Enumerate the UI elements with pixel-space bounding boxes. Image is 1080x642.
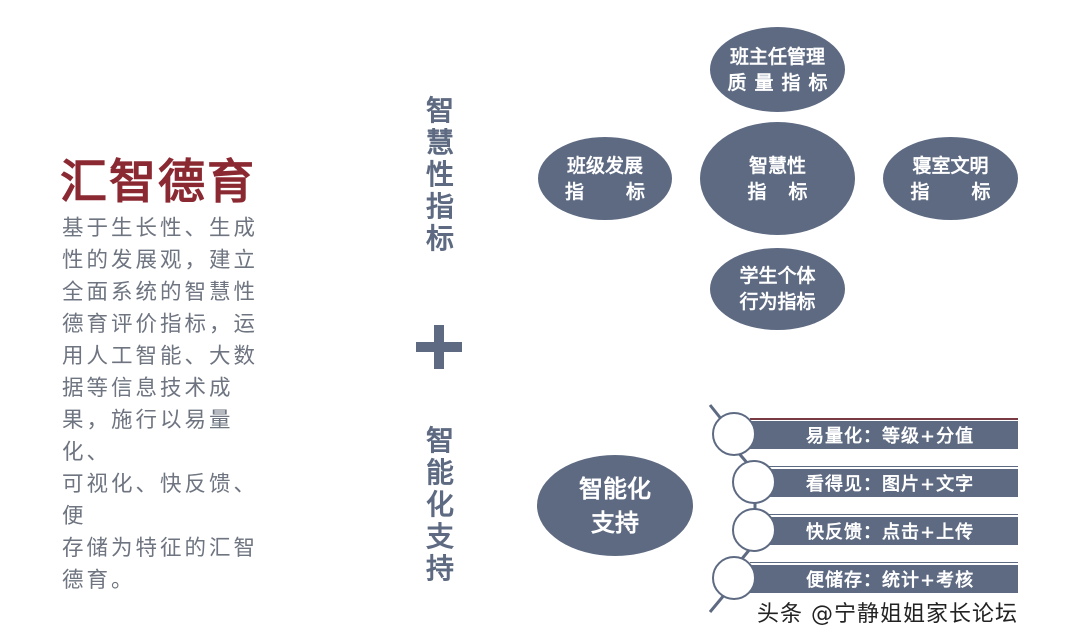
ellipse-line1: 班级发展 (566, 154, 643, 177)
indicator-ellipse-center-smart: 智慧性 指 标 (700, 122, 855, 235)
bar-top-line (750, 514, 1018, 515)
ellipse-line2: 指 标 (911, 179, 991, 205)
bead-circle-icon (732, 508, 776, 552)
ellipse-char: 指 (910, 180, 930, 203)
description-line: 存储为特征的汇智 (62, 536, 259, 561)
description-line: 全面系统的智慧性 (62, 280, 259, 305)
description-line: 用人工智能、大数 (62, 344, 259, 369)
label-char: 标 (425, 222, 454, 255)
feature-label: 看得见：图片+文字 (806, 474, 975, 495)
description-line: 基于生长性、生成 (62, 216, 259, 241)
indicator-ellipse-head-teacher: 班主任管理 质 量 指 标 (710, 27, 845, 112)
intelligent-support-vertical-label: 智 能 化 支 持 (420, 425, 460, 585)
label-char: 性 (425, 158, 454, 191)
description-line: 果，施行以易量化、 (62, 408, 234, 465)
description-line: 德育评价指标，运 (62, 312, 259, 337)
label-char: 智 (425, 424, 454, 457)
feature-label: 便储存：统计+考核 (806, 570, 975, 591)
bead-circle-icon (712, 556, 756, 600)
ellipse-line2: 行为指标 (739, 291, 816, 313)
ellipse-line1: 智能化 (579, 474, 651, 503)
bar-top-line (750, 466, 1018, 467)
ellipse-line1: 寝室文明 (912, 154, 989, 177)
ellipse-line2: 指 标 (565, 179, 645, 205)
label-char: 慧 (425, 126, 454, 159)
feature-row-visible: 看得见：图片+文字 (750, 466, 1018, 497)
description-line: 性的发展观，建立 (62, 248, 259, 273)
bar-top-line (750, 418, 1018, 420)
ellipse-char: 指 (747, 180, 767, 203)
plus-icon-vertical-bar (434, 325, 444, 369)
label-char: 指 (425, 190, 454, 223)
watermark: 头条 @宁静姐姐家长论坛 (757, 602, 1018, 627)
bead-circle-icon (712, 412, 756, 456)
feature-bar: 易量化：等级+分值 (750, 421, 1018, 449)
feature-row-fast-feedback: 快反馈：点击+上传 (750, 514, 1018, 545)
page-title: 汇智德育 (60, 155, 256, 210)
description-line: 德育。 (62, 568, 136, 593)
ellipse-line1: 智慧性 (748, 154, 806, 177)
feature-row-easy-storage: 便储存：统计+考核 (750, 562, 1018, 593)
bar-top-line (750, 562, 1018, 563)
indicator-ellipse-student-behavior: 学生个体 行为指标 (710, 248, 845, 330)
ellipse-char: 量 (754, 71, 774, 94)
feature-bar: 看得见：图片+文字 (750, 469, 1018, 497)
ellipse-line2: 质 量 指 标 (728, 70, 828, 96)
ellipse-char: 质 (727, 71, 747, 94)
feature-bar: 便储存：统计+考核 (750, 565, 1018, 593)
smart-indicators-vertical-label: 智 慧 性 指 标 (420, 95, 460, 255)
indicator-ellipse-dormitory: 寝室文明 指 标 (883, 137, 1018, 220)
ellipse-char: 标 (808, 71, 828, 94)
feature-bar: 快反馈：点击+上传 (750, 517, 1018, 545)
ellipse-char: 标 (971, 180, 991, 203)
description-text: 基于生长性、生成 性的发展观，建立 全面系统的智慧性 德育评价指标，运 用人工智… (62, 213, 262, 597)
intelligent-support-ellipse: 智能化 支持 (537, 455, 693, 556)
ellipse-line1: 学生个体 (739, 265, 816, 287)
label-char: 能 (425, 456, 454, 489)
label-char: 支 (425, 520, 454, 553)
label-char: 智 (425, 94, 454, 127)
ellipse-char: 标 (625, 180, 645, 203)
ellipse-line1: 班主任管理 (729, 45, 825, 68)
ellipse-char: 指 (565, 180, 585, 203)
ellipse-line2: 支持 (591, 508, 639, 537)
feature-label: 快反馈：点击+上传 (806, 522, 975, 543)
bead-circle-icon (732, 460, 776, 504)
description-line: 可视化、快反馈、便 (62, 472, 259, 529)
label-char: 化 (425, 488, 454, 521)
ellipse-char: 标 (788, 180, 808, 203)
ellipse-line2: 指 标 (748, 179, 808, 205)
description-line: 据等信息技术成 (62, 376, 234, 401)
label-char: 持 (425, 552, 454, 585)
ellipse-char: 指 (781, 71, 801, 94)
feature-label: 易量化：等级+分值 (806, 426, 975, 447)
feature-row-quantifiable: 易量化：等级+分值 (750, 418, 1018, 449)
indicator-ellipse-class-development: 班级发展 指 标 (538, 137, 672, 220)
